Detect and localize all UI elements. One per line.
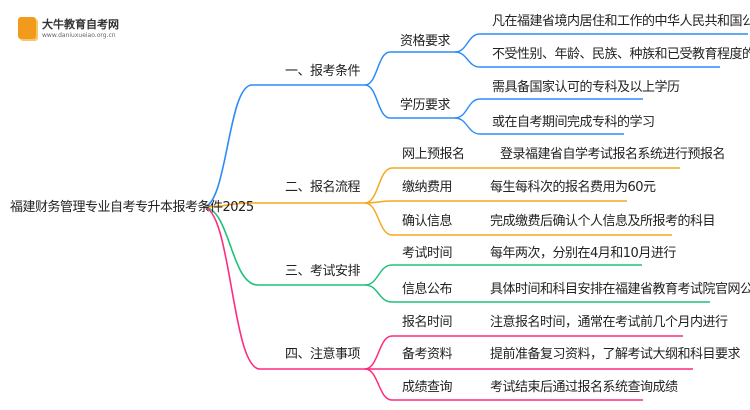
connector: [202, 206, 365, 286]
connector: [364, 264, 642, 286]
leaf-node[interactable]: 需具备国家认可的专科及以上学历: [492, 80, 680, 95]
connector: [364, 335, 683, 370]
leaf-node[interactable]: 完成缴费后确认个人信息及所报考的科目: [490, 214, 716, 229]
logo-name: 大牛教育自考网: [42, 18, 119, 31]
connector: [364, 368, 643, 401]
branch-3[interactable]: 三、考试安排: [285, 264, 361, 279]
connector: [364, 84, 455, 119]
connector: [454, 51, 720, 68]
leaf-node[interactable]: 考试结束后通过报名系统查询成绩: [490, 380, 678, 395]
leaf-node[interactable]: 每生每科次的报名费用为60元: [490, 180, 656, 195]
connector: [454, 98, 643, 119]
logo-url: www.daniuxueiao.org.cn: [42, 32, 116, 39]
connector: [454, 117, 624, 135]
leaf-node[interactable]: 每年两次，分别在4月和10月进行: [490, 246, 676, 261]
sub-node[interactable]: 考试时间: [402, 246, 453, 261]
leaf-node[interactable]: 注意报名时间，通常在考试前几个月内进行: [490, 315, 728, 330]
connector: [364, 51, 455, 86]
sub-node[interactable]: 成绩查询: [402, 380, 453, 395]
connector: [202, 206, 365, 370]
connector: [364, 202, 672, 236]
leaf-node[interactable]: 具体时间和科目安排在福建省教育考试院官网公布: [490, 282, 750, 297]
sub-node[interactable]: 资格要求: [400, 34, 451, 49]
connector: [364, 167, 680, 204]
sub-node[interactable]: 缴纳费用: [402, 180, 453, 195]
branch-2[interactable]: 二、报名流程: [285, 180, 361, 195]
branch-4[interactable]: 四、注意事项: [285, 347, 361, 362]
book-icon: [18, 16, 36, 39]
leaf-node[interactable]: 登录福建省自学考试报名系统进行预报名: [500, 147, 726, 162]
branch-1[interactable]: 一、报考条件: [285, 64, 361, 79]
sub-node[interactable]: 报名时间: [402, 315, 453, 330]
connector: [202, 84, 365, 208]
sub-node[interactable]: 备考资料: [402, 347, 453, 362]
root-node[interactable]: 福建财务管理专业自考专升本报考条件2025: [10, 200, 254, 215]
sub-node[interactable]: 信息公布: [402, 282, 453, 297]
sub-node[interactable]: 学历要求: [400, 98, 451, 113]
connector: [364, 284, 710, 303]
logo: 大牛教育自考网 www.daniuxueiao.org.cn: [18, 16, 119, 39]
connector: [202, 202, 365, 208]
connector: [364, 200, 627, 204]
connector: [454, 33, 748, 53]
leaf-node[interactable]: 或在自考期间完成专科的学习: [492, 115, 655, 130]
sub-node[interactable]: 确认信息: [402, 214, 453, 229]
leaf-node[interactable]: 不受性别、年龄、民族、种族和已受教育程度的限制: [492, 47, 750, 62]
leaf-node[interactable]: 提前准备复习资料，了解考试大纲和科目要求: [490, 347, 741, 362]
sub-node[interactable]: 网上预报名: [402, 147, 465, 162]
leaf-node[interactable]: 凡在福建省境内居住和工作的中华人民共和国公民均可报名: [492, 14, 750, 29]
